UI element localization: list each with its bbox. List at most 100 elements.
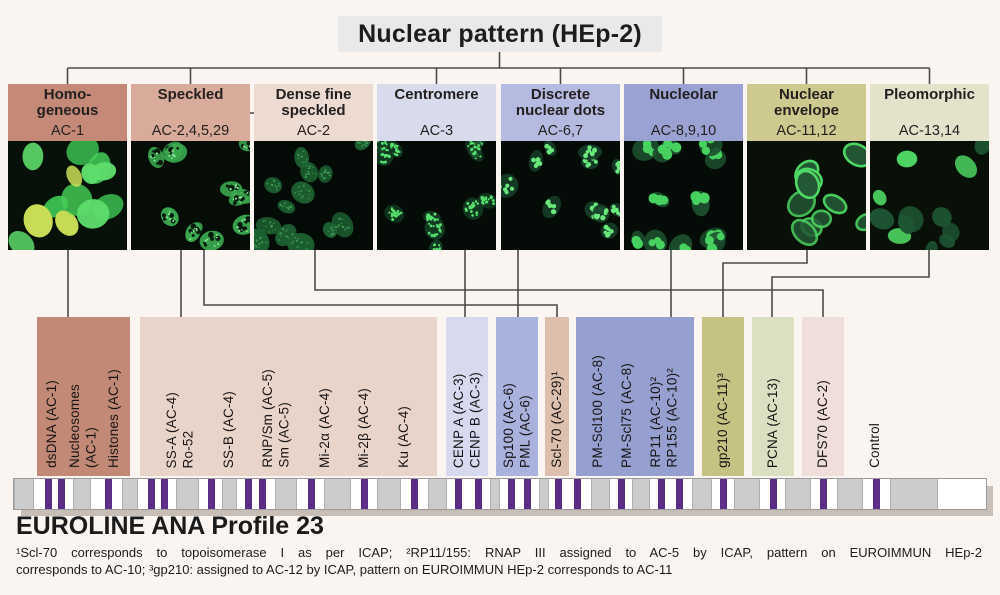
strip-band <box>507 479 515 509</box>
antigen-label: CENP A (AC-3) CENP B (AC-3) <box>450 371 483 468</box>
micrograph-speckled <box>131 141 250 250</box>
pattern-name: Centromere <box>394 86 479 103</box>
strip-band <box>657 479 665 509</box>
pattern-ac-code: AC-3 <box>419 123 454 139</box>
strip-band <box>523 479 531 509</box>
euroline-strip <box>13 478 987 510</box>
pattern-name: Discrete nuclear dots <box>515 86 606 119</box>
strip-band <box>617 479 625 509</box>
antigen-group-pcna-group: PCNA (AC-13) <box>752 317 794 476</box>
antigen-label: gp210 (AC-11)³ <box>714 373 730 468</box>
pattern-ac-code: AC-2,4,5,29 <box>151 123 230 139</box>
antigen-group-control-label: Control <box>856 317 894 476</box>
antigen-group-dfs70-group: DFS70 (AC-2) <box>802 317 844 476</box>
pattern-name: Nucleolar <box>649 86 718 103</box>
antigen-group-ac1-group: dsDNA (AC-1)Nucleosomes (AC-1)Histones (… <box>37 317 130 476</box>
strip-gray-segment <box>837 479 863 509</box>
pattern-name: Pleomorphic <box>884 86 975 103</box>
strip-band <box>719 479 727 509</box>
antigen-label: dsDNA (AC-1) <box>44 380 60 468</box>
strip-band <box>474 479 482 509</box>
antigen-label: PCNA (AC-13) <box>764 377 780 468</box>
footnote: ¹Scl-70 corresponds to topoisomerase I a… <box>16 545 982 578</box>
antigen-group-scl70-group: Scl-70 (AC-29)¹ <box>545 317 569 476</box>
strip-band <box>258 479 266 509</box>
pattern-ac-code: AC-6,7 <box>537 123 584 139</box>
antigen-label: SS-A (AC-4) Ro-52 <box>164 391 196 468</box>
strip-gray-segment <box>428 479 447 509</box>
antigen-group-cenp-group: CENP A (AC-3) CENP B (AC-3) <box>446 317 488 476</box>
pattern-ac-code: AC-13,14 <box>898 123 961 139</box>
strip-gray-segment <box>122 479 138 509</box>
strip-gray-segment <box>377 479 401 509</box>
strip-gray-segment <box>785 479 811 509</box>
antigen-label: DFS70 (AC-2) <box>814 380 830 468</box>
strip-gray-segment <box>692 479 712 509</box>
strip-band <box>573 479 581 509</box>
antigen-label: Mi-2α (AC-4) <box>316 388 332 468</box>
antigen-label: Ku (AC-4) <box>396 406 412 468</box>
strip-gray-segment <box>632 479 650 509</box>
micrograph-dense-fine-speckled <box>254 141 373 250</box>
strip-band <box>244 479 252 509</box>
micrograph-nucleolar <box>624 141 743 250</box>
strip-band <box>207 479 215 509</box>
pattern-ac-code: AC-2 <box>296 123 331 139</box>
main-title: Nuclear pattern (HEp-2) <box>338 16 662 52</box>
strip-gray-segment <box>73 479 91 509</box>
footnote-line-1: ¹Scl-70 corresponds to topoisomerase I a… <box>16 545 982 560</box>
strip-band <box>410 479 418 509</box>
strip-band <box>454 479 462 509</box>
strip-band <box>554 479 562 509</box>
strip-gray-segment <box>539 479 549 509</box>
antigen-label: SS-B (AC-4) <box>220 390 236 468</box>
strip-band <box>57 479 65 509</box>
pattern-name: Dense fine speckled <box>275 86 352 119</box>
micrograph-nuclear-envelope <box>747 141 866 250</box>
strip-gray-segment <box>222 479 237 509</box>
pattern-name: Nuclear envelope <box>773 86 840 119</box>
antigen-label: Scl-70 (AC-29)¹ <box>548 371 564 468</box>
strip-band <box>147 479 155 509</box>
strip-gray-segment <box>324 479 351 509</box>
micrograph-centromere <box>377 141 496 250</box>
antigen-group-pm-scl-rnap-group: PM-Scl100 (AC-8) PM-Scl75 (AC-8) RP11 (AC-… <box>576 317 694 476</box>
pattern-ac-code: AC-11,12 <box>776 123 837 139</box>
pattern-ac-code: AC-1 <box>50 123 85 139</box>
strip-band <box>104 479 112 509</box>
antigen-label: RP11 (AC-10)² RP155 (AC-10)² <box>647 368 680 468</box>
strip-band <box>872 479 880 509</box>
antigen-group-sp100-pml-group: Sp100 (AC-6) PML (AC-6) <box>496 317 538 476</box>
strip-gray-segment <box>176 479 199 509</box>
pattern-name: Homo- geneous <box>36 86 99 119</box>
antigen-group-gp210-group: gp210 (AC-11)³ <box>702 317 744 476</box>
strip-band <box>160 479 168 509</box>
antigen-group-speckled-group: SS-A (AC-4) Ro-52 SS-B (AC-4) RNP/Sm (AC-5… <box>140 317 437 476</box>
strip-gray-segment <box>275 479 297 509</box>
footnote-line-2: corresponds to AC-10; ³gp210: assigned t… <box>16 561 673 577</box>
strip-gray-segment <box>591 479 610 509</box>
strip-band <box>360 479 368 509</box>
strip-band <box>44 479 52 509</box>
micrograph-discrete-nuclear-dots <box>501 141 620 250</box>
antigen-label: Control <box>866 423 882 468</box>
strip-band <box>819 479 827 509</box>
antigen-label: PM-Scl100 (AC-8) <box>589 355 605 468</box>
strip-gray-segment <box>890 479 938 509</box>
antigen-label: PM-Scl75 (AC-8) <box>618 362 634 468</box>
antigen-label: Nucleosomes (AC-1) <box>67 384 99 468</box>
strip-gray-segment <box>734 479 760 509</box>
pattern-name: Speckled <box>157 86 224 103</box>
strip-band <box>307 479 315 509</box>
antigen-label: RNP/Sm (AC-5) Sm (AC-5) <box>260 369 292 468</box>
